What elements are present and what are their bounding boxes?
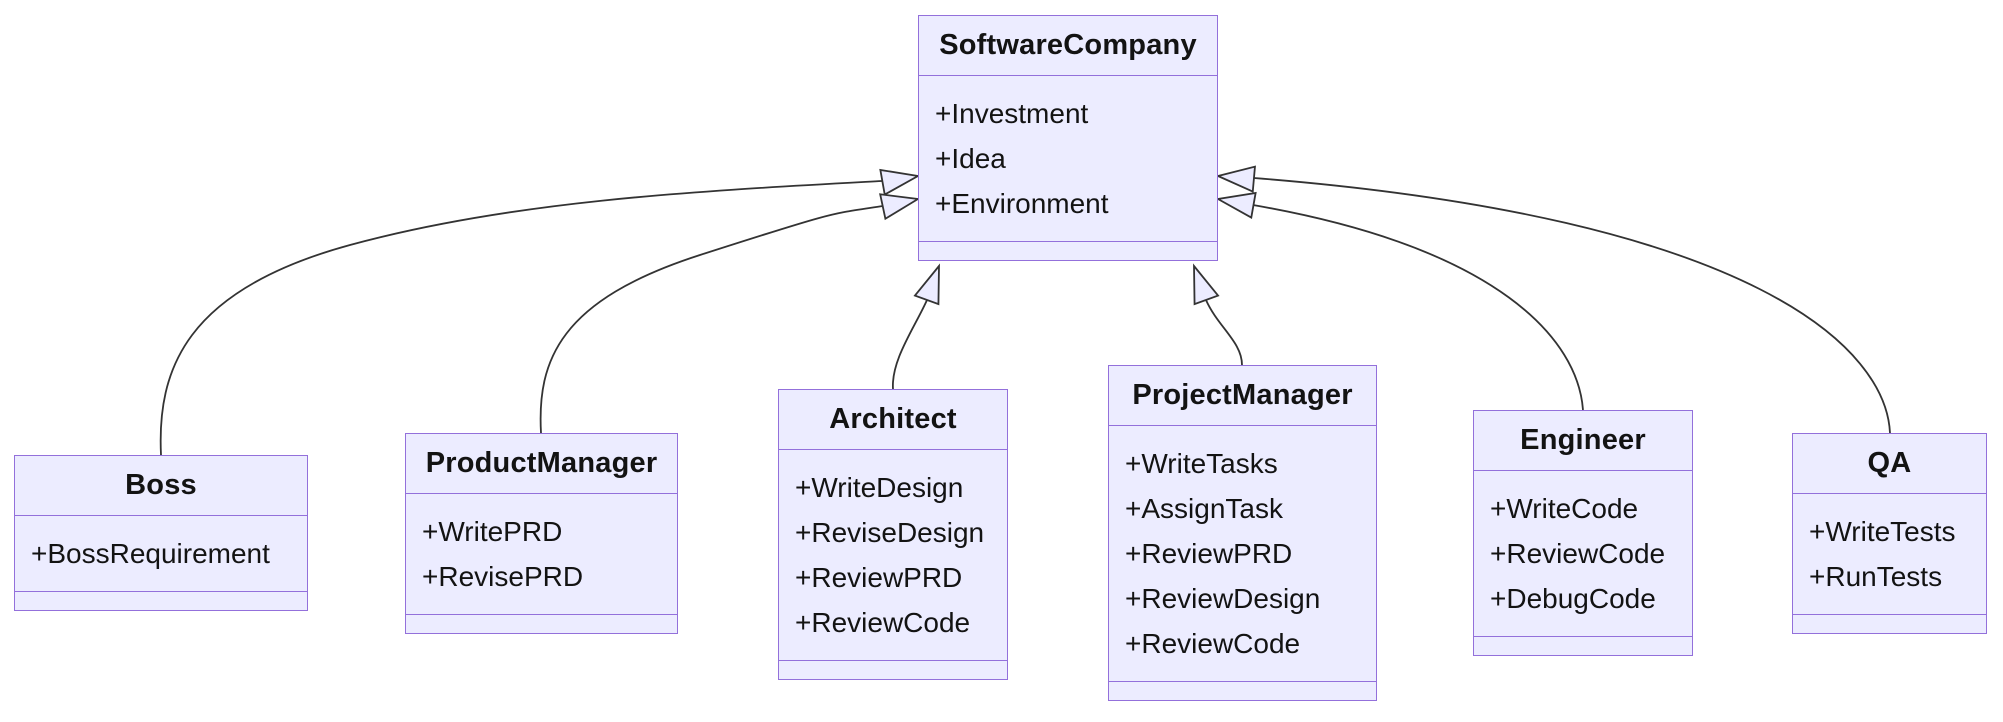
class-member: +ReviewCode [795, 607, 971, 638]
inheritance-arrowhead-boss [879, 168, 921, 196]
class-member: +WriteCode [1490, 493, 1639, 524]
class-member: +RevisePRD [422, 561, 584, 592]
class-member: +DebugCode [1490, 583, 1656, 614]
class-members: +WriteTests +RunTests [1793, 494, 1986, 614]
edge-productmanager-to-softwarecompany [539, 205, 884, 434]
class-members: +Investment +Idea +Environment [919, 76, 1217, 241]
class-methods-empty [1109, 681, 1376, 700]
class-title: Architect [779, 390, 1007, 450]
class-title: ProjectManager [1109, 366, 1376, 426]
class-methods-empty [919, 241, 1217, 260]
class-box-softwarecompany: SoftwareCompany +Investment +Idea +Envir… [918, 15, 1218, 261]
class-members: +WriteTasks +AssignTask +ReviewPRD +Revi… [1109, 426, 1376, 681]
class-box-productmanager: ProductManager +WritePRD +RevisePRD [405, 433, 678, 634]
class-member: +Environment [935, 188, 1109, 219]
class-members: +BossRequirement [15, 516, 307, 591]
class-box-qa: QA +WriteTests +RunTests [1792, 433, 1987, 634]
class-member: +BossRequirement [31, 538, 270, 569]
class-title: SoftwareCompany [919, 16, 1217, 76]
class-member: +ReviseDesign [795, 517, 985, 548]
class-methods-empty [406, 614, 677, 633]
class-member: +ReviewCode [1490, 538, 1666, 569]
class-methods-empty [15, 591, 307, 610]
class-member: +WriteTasks [1125, 448, 1278, 479]
class-methods-empty [1793, 614, 1986, 633]
class-methods-empty [779, 660, 1007, 679]
class-members: +WritePRD +RevisePRD [406, 494, 677, 614]
class-member: +WriteTests [1809, 516, 1956, 547]
class-box-architect: Architect +WriteDesign +ReviseDesign +Re… [778, 389, 1008, 680]
class-member: +AssignTask [1125, 493, 1283, 524]
inheritance-arrowhead-projectmanager [1193, 263, 1220, 306]
inheritance-arrowhead-architect [913, 263, 940, 306]
class-members: +WriteDesign +ReviseDesign +ReviewPRD +R… [779, 450, 1007, 660]
edge-boss-to-softwarecompany [159, 180, 883, 456]
edge-engineer-to-softwarecompany [1252, 204, 1584, 411]
class-members: +WriteCode +ReviewCode +DebugCode [1474, 471, 1692, 636]
class-member: +RunTests [1809, 561, 1943, 592]
class-member: +ReviewCode [1125, 628, 1301, 659]
inheritance-arrowhead-productmanager [879, 193, 921, 221]
class-title: Boss [15, 456, 307, 516]
class-title: ProductManager [406, 434, 677, 494]
edge-qa-to-softwarecompany [1253, 177, 1891, 434]
class-member: +WriteDesign [795, 472, 964, 503]
inheritance-arrowhead-engineer [1215, 191, 1257, 219]
class-member: +WritePRD [422, 516, 563, 547]
class-title: Engineer [1474, 411, 1692, 471]
class-member: +ReviewDesign [1125, 583, 1321, 614]
edge-architect-to-softwarecompany [892, 299, 928, 390]
inheritance-arrowhead-qa [1215, 165, 1256, 193]
class-member: +Idea [935, 143, 1006, 174]
edge-projectmanager-to-softwarecompany [1205, 299, 1243, 366]
class-box-boss: Boss +BossRequirement [14, 455, 308, 611]
class-member: +ReviewPRD [1125, 538, 1293, 569]
class-box-engineer: Engineer +WriteCode +ReviewCode +DebugCo… [1473, 410, 1693, 656]
class-title: QA [1793, 434, 1986, 494]
class-box-projectmanager: ProjectManager +WriteTasks +AssignTask +… [1108, 365, 1377, 701]
class-member: +ReviewPRD [795, 562, 963, 593]
class-methods-empty [1474, 636, 1692, 655]
class-member: +Investment [935, 98, 1089, 129]
